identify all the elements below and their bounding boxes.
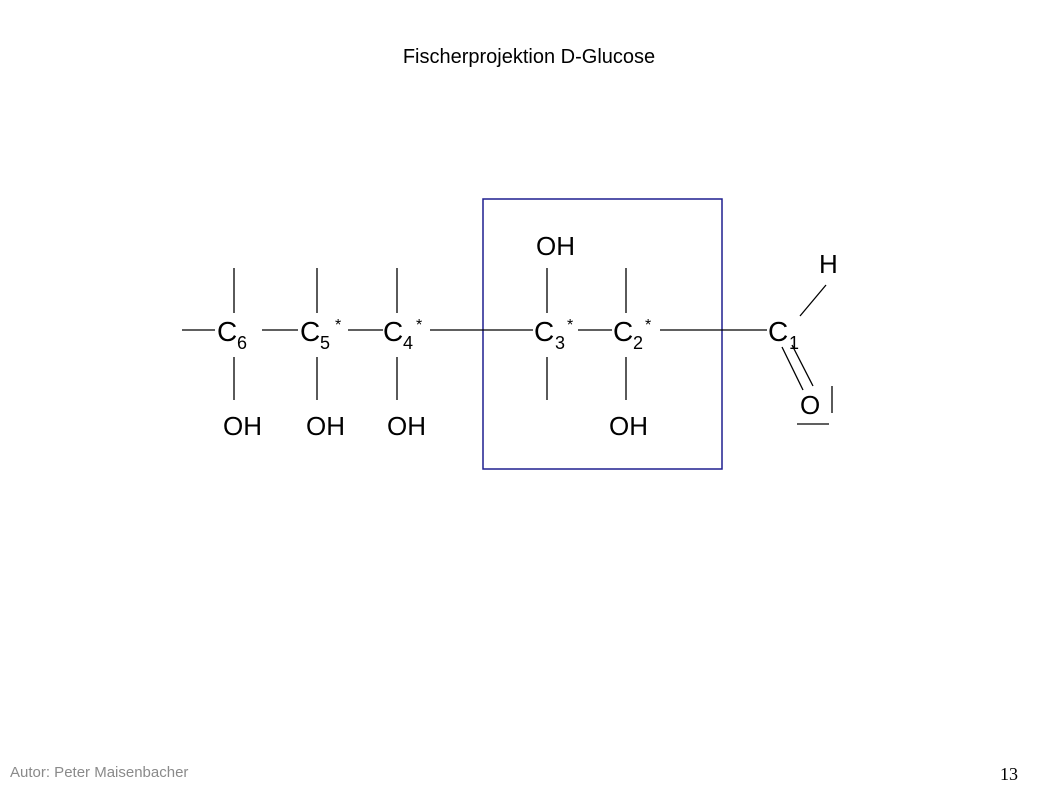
carbon-c6: C 6 (217, 316, 247, 353)
aldehyde-bonds (781, 284, 833, 425)
atom-index: 5 (320, 333, 330, 353)
carbon-c2: C 2 * (613, 316, 651, 353)
atom-index: 1 (789, 333, 799, 353)
vertical-bonds (233, 268, 627, 400)
c4-hydroxyl-label: OH (387, 411, 426, 441)
atom-symbol: C (534, 316, 554, 347)
bond-c1-o-b (791, 344, 814, 387)
page-title: Fischerprojektion D-Glucose (402, 46, 656, 68)
highlight-box (482, 198, 723, 470)
c2-hydroxyl-label: OH (609, 411, 648, 441)
chiral-star: * (335, 317, 341, 334)
atom-index: 6 (237, 333, 247, 353)
atom-symbol: C (613, 316, 633, 347)
c6-hydroxyl-label: OH (223, 411, 262, 441)
atom-index: 4 (403, 333, 413, 353)
carbon-c5: C 5 * (300, 316, 341, 353)
c1-oxygen-label: O (800, 390, 820, 420)
atom-symbol: C (300, 316, 320, 347)
chiral-star: * (645, 317, 651, 334)
chiral-star: * (567, 317, 573, 334)
carbon-c3: C 3 * (534, 316, 573, 353)
bond-c1-h (799, 284, 827, 317)
carbon-c1: C 1 (768, 316, 799, 353)
atom-symbol: C (217, 316, 237, 347)
page-number: 13 (1000, 764, 1018, 784)
c5-hydroxyl-label: OH (306, 411, 345, 441)
atom-index: 2 (633, 333, 643, 353)
carbon-c4: C 4 * (383, 316, 422, 353)
atom-symbol: C (768, 316, 788, 347)
bond-c1-o-a (781, 346, 804, 391)
chiral-star: * (416, 317, 422, 334)
c1-hydrogen-label: H (819, 249, 838, 279)
c3-hydroxyl-label: OH (536, 231, 575, 261)
author-footer: Autor: Peter Maisenbacher (10, 764, 189, 781)
atom-index: 3 (555, 333, 565, 353)
atom-symbol: C (383, 316, 403, 347)
